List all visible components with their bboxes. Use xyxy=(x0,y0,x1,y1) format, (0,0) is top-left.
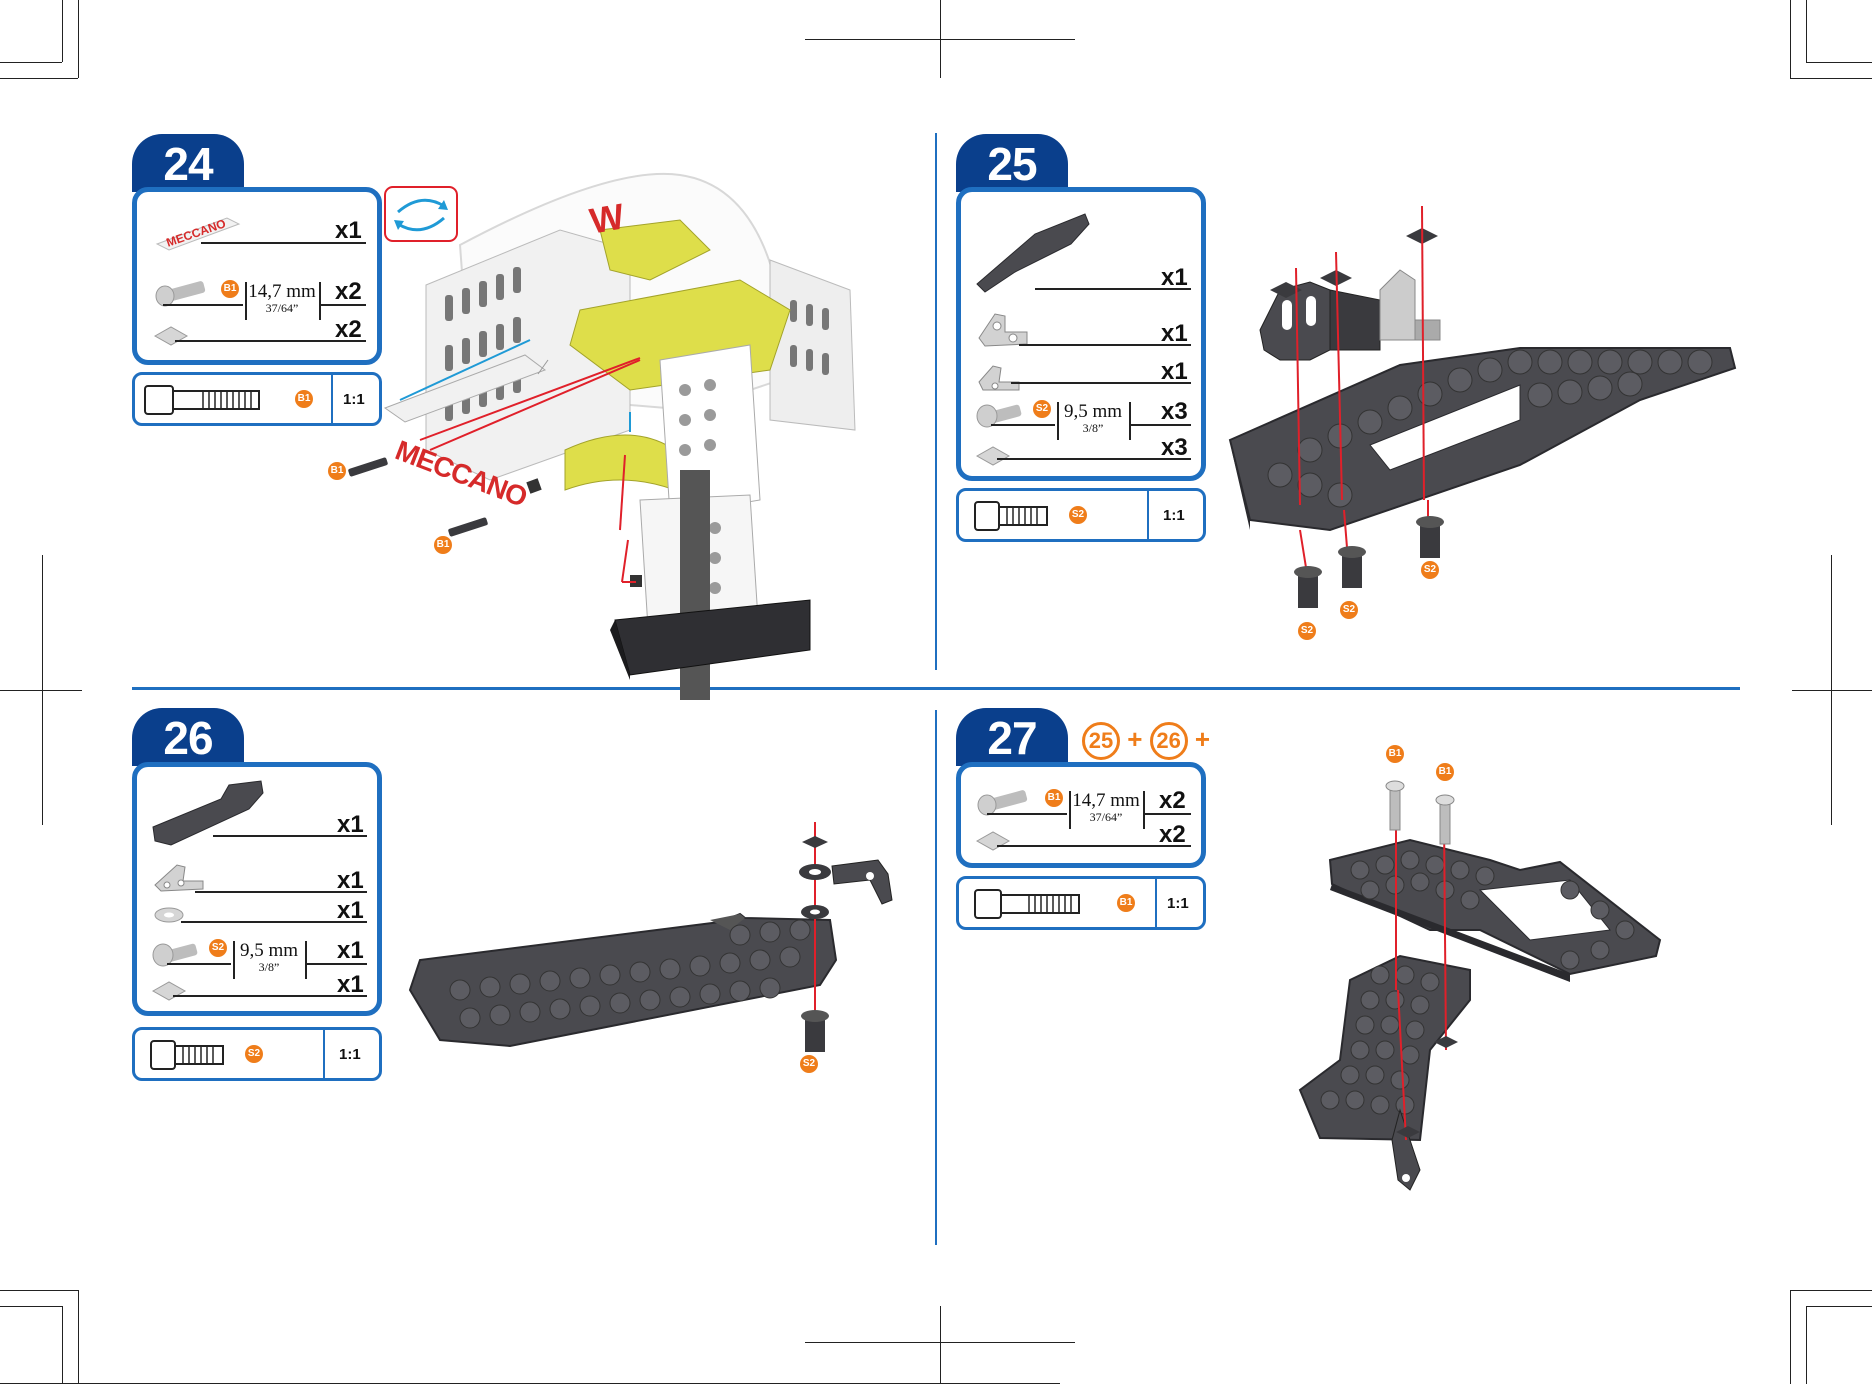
screw-scale-icon xyxy=(973,500,1053,532)
combine-steps: 25 + 26 + xyxy=(1082,722,1210,760)
screw-badge: S2 xyxy=(209,939,227,957)
scale-ratio: 1:1 xyxy=(339,1046,361,1063)
parts-box: x1 x1 x1 S2 9,5 mm 3/8” x3 x3 xyxy=(956,187,1206,481)
scale-badge: S2 xyxy=(1069,506,1087,524)
nut-qty: x1 xyxy=(337,971,364,999)
nut-icon xyxy=(151,979,187,1003)
robot-head-assembly xyxy=(330,170,940,690)
angle-bracket-icon xyxy=(151,859,211,895)
anglebig-qty: x1 xyxy=(1161,320,1188,348)
logo-w: W xyxy=(587,195,628,242)
anglesmall-qty: x1 xyxy=(1161,358,1188,386)
nut-icon xyxy=(975,829,1011,853)
combined-assembly xyxy=(1270,760,1670,1200)
screw-qty: x2 xyxy=(1159,787,1186,815)
vertical-divider-bottom xyxy=(935,710,937,1245)
long-plate-icon xyxy=(151,775,271,851)
screw-scale-icon xyxy=(149,1039,229,1071)
step-number: 24 xyxy=(132,134,244,192)
scale-badge: B1 xyxy=(1117,894,1135,912)
scale-box: B1 1:1 xyxy=(956,876,1206,930)
scale-box: S2 1:1 xyxy=(132,1027,382,1081)
callout-b1: B1 xyxy=(1386,745,1404,763)
scale-badge: B1 xyxy=(295,390,313,408)
plus-sign: + xyxy=(1127,724,1142,754)
plus-sign: + xyxy=(1195,724,1210,754)
screw-badge: S2 xyxy=(1033,400,1051,418)
callout-b1: B1 xyxy=(328,462,346,480)
screw-badge: B1 xyxy=(1045,789,1063,807)
bracket-icon xyxy=(975,206,1095,296)
screw-badge: B1 xyxy=(221,280,239,298)
scale-ratio: 1:1 xyxy=(1167,895,1189,912)
step-number: 25 xyxy=(956,134,1068,192)
screw-scale-icon xyxy=(143,384,263,416)
nut-qty: x3 xyxy=(1161,434,1188,462)
small-angle-icon xyxy=(975,364,1025,394)
nut-icon xyxy=(975,444,1011,468)
plate-qty: x1 xyxy=(337,811,364,839)
step-number: 27 xyxy=(956,708,1068,766)
scale-box: S2 1:1 xyxy=(956,488,1206,542)
screw-length: 14,7 mm 37/64” xyxy=(1071,791,1141,824)
screw-qty: x1 xyxy=(337,937,364,965)
callout-b1: B1 xyxy=(434,536,452,554)
scale-badge: S2 xyxy=(245,1045,263,1063)
callout-s2: S2 xyxy=(800,1055,818,1073)
screw-length: 9,5 mm 3/8” xyxy=(1059,402,1127,435)
nut-qty: x2 xyxy=(1159,821,1186,849)
angle-qty: x1 xyxy=(337,867,364,895)
step-number: 26 xyxy=(132,708,244,766)
combine-step-a: 25 xyxy=(1082,722,1120,760)
callout-s2: S2 xyxy=(1421,561,1439,579)
callout-s2: S2 xyxy=(1298,622,1316,640)
screw-length: 9,5 mm 3/8” xyxy=(235,941,303,974)
nut-icon xyxy=(153,324,189,348)
screw-qty: x3 xyxy=(1161,398,1188,426)
parts-box: B1 14,7 mm 37/64” x2 x2 xyxy=(956,762,1206,868)
bracket-qty: x1 xyxy=(1161,264,1188,292)
washer-qty: x1 xyxy=(337,897,364,925)
screw-scale-icon xyxy=(973,888,1083,920)
combine-step-b: 26 xyxy=(1150,722,1188,760)
callout-b1: B1 xyxy=(1436,763,1454,781)
parts-box: x1 x1 x1 S2 9,5 mm 3/8” x1 x1 xyxy=(132,762,382,1016)
plate-assembly xyxy=(400,810,920,1070)
scale-ratio: 1:1 xyxy=(1163,507,1185,524)
bracket-assembly xyxy=(1220,200,1740,650)
screw-length: 14,7 mm 37/64” xyxy=(247,282,317,315)
callout-s2: S2 xyxy=(1340,601,1358,619)
